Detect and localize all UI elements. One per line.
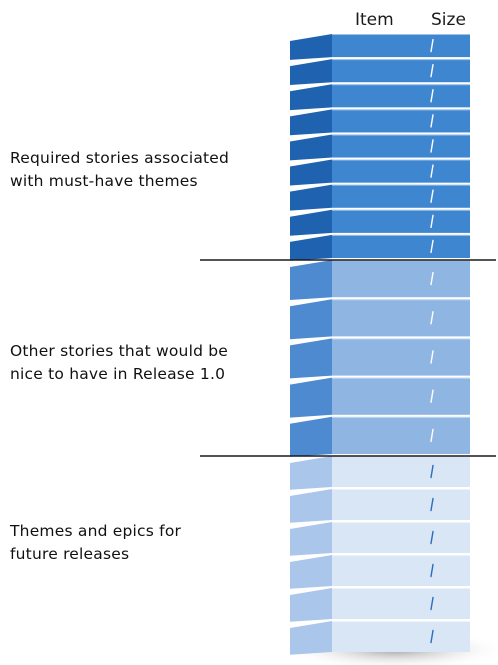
- size-mark: [430, 63, 434, 78]
- group-label-line: Themes and epics for: [10, 522, 182, 540]
- size-mark: [430, 139, 434, 153]
- size-column-header: Size: [431, 10, 466, 30]
- item-column-header: Item: [355, 10, 394, 30]
- backlog-item-side: [290, 34, 332, 60]
- size-mark: [430, 464, 434, 479]
- backlog-item-side: [290, 588, 332, 622]
- size-mark: [430, 497, 434, 512]
- backlog-item-side: [290, 555, 332, 589]
- size-mark: [430, 114, 434, 128]
- backlog-item-side: [290, 456, 332, 490]
- backlog-item: [332, 59, 470, 83]
- backlog-item-side: [290, 260, 332, 300]
- backlog-item: [332, 299, 470, 337]
- group-label-line: Required stories associated: [10, 149, 230, 167]
- backlog-item: [332, 234, 470, 258]
- backlog-item: [332, 34, 470, 58]
- size-mark: [430, 271, 434, 286]
- size-mark: [430, 350, 434, 364]
- backlog-item: [332, 84, 470, 108]
- size-mark: [430, 428, 434, 443]
- backlog-item-side: [290, 489, 332, 523]
- backlog-item: [332, 260, 470, 298]
- backlog-item: [332, 109, 470, 133]
- backlog-item-side: [290, 159, 332, 186]
- backlog-item: [332, 209, 470, 233]
- backlog-item-side: [290, 209, 332, 236]
- backlog-item-side: [290, 84, 332, 111]
- size-mark: [430, 596, 434, 611]
- backlog-item: [332, 134, 470, 158]
- group-label-line: Other stories that would be: [10, 342, 229, 360]
- size-mark: [430, 164, 434, 178]
- backlog-item: [332, 416, 470, 454]
- backlog-item-side: [290, 109, 332, 136]
- size-mark: [430, 530, 434, 545]
- size-mark: [430, 214, 434, 229]
- backlog-item: [332, 588, 470, 619]
- group-label-line: nice to have in Release 1.0: [10, 365, 226, 383]
- backlog-item-side: [290, 522, 332, 556]
- backlog-item: [332, 184, 470, 208]
- size-mark: [430, 311, 434, 325]
- group-label-nice-to-have: Other stories that would be nice to have…: [10, 340, 290, 386]
- backlog-item-side: [290, 377, 332, 418]
- size-mark: [430, 89, 434, 103]
- backlog-item-side: [290, 59, 332, 86]
- backlog-item: [332, 489, 470, 520]
- backlog-item: [332, 377, 470, 415]
- size-mark: [430, 563, 434, 578]
- backlog-item-side: [290, 416, 332, 457]
- backlog-item-side: [290, 621, 332, 655]
- backlog-item-side: [290, 134, 332, 161]
- backlog-item: [332, 338, 470, 376]
- backlog-item: [332, 555, 470, 586]
- size-mark: [430, 629, 434, 644]
- backlog-item: [332, 621, 470, 652]
- backlog-item: [332, 522, 470, 553]
- group-label-line: with must-have themes: [10, 172, 198, 190]
- size-mark: [430, 38, 434, 53]
- group-label-future: Themes and epics for future releases: [10, 520, 290, 566]
- backlog-item-side: [290, 338, 332, 379]
- size-mark: [430, 389, 434, 403]
- group-label-must-have: Required stories associated with must-ha…: [10, 147, 290, 193]
- backlog-item: [332, 159, 470, 183]
- group-label-line: future releases: [10, 545, 130, 563]
- backlog-item-side: [290, 234, 332, 261]
- backlog-item-side: [290, 184, 332, 211]
- backlog-item-side: [290, 299, 332, 340]
- size-mark: [430, 189, 434, 203]
- backlog-item: [332, 456, 470, 487]
- size-mark: [430, 239, 434, 254]
